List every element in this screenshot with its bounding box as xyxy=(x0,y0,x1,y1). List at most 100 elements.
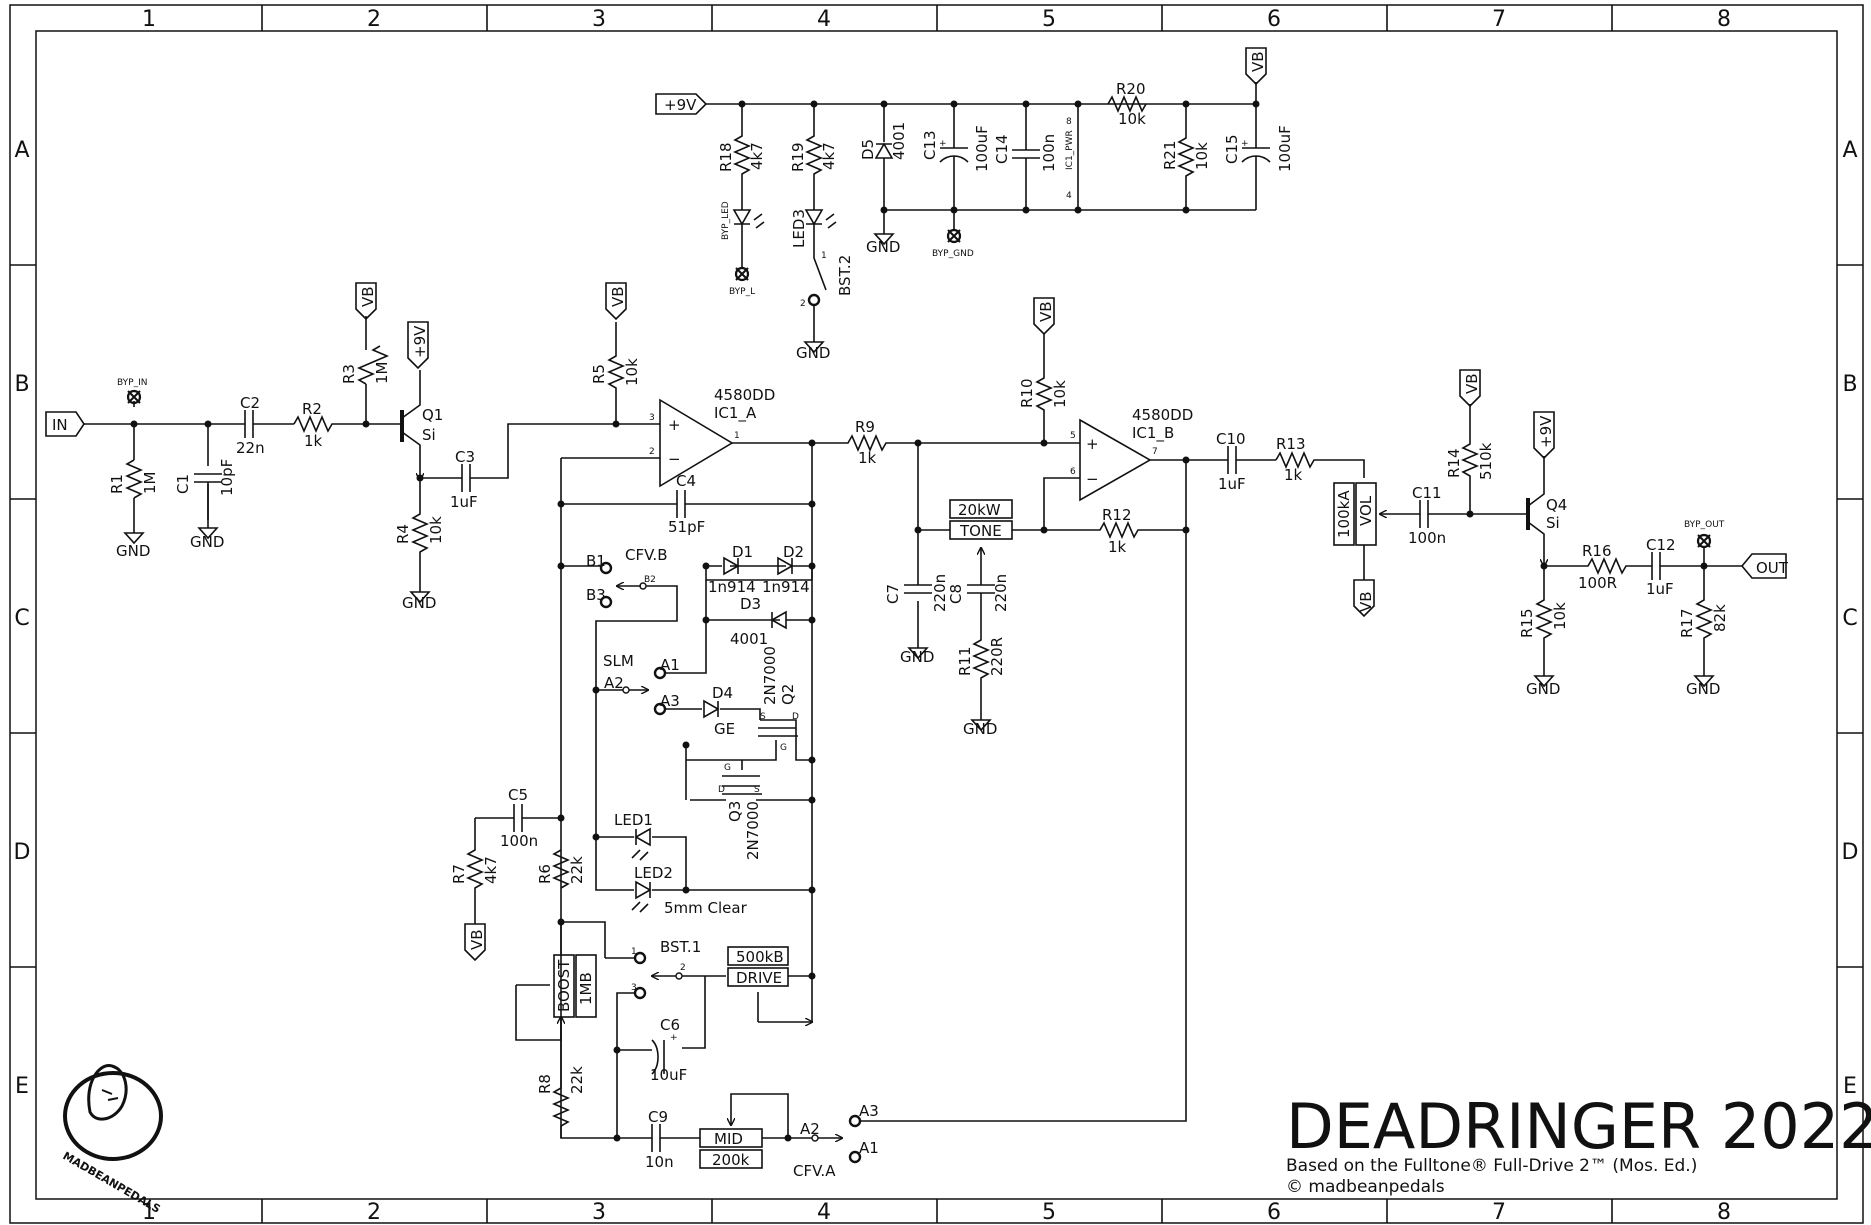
r4-resistor xyxy=(410,478,430,584)
d2-ref: D2 xyxy=(783,543,804,561)
bst2-pad[interactable] xyxy=(807,293,821,307)
r10-resistor xyxy=(1034,334,1054,443)
r4-value: 10k xyxy=(427,516,445,544)
input-stage: IN BYP_IN R1 1M GND C1 10pF GND C2 22n R… xyxy=(45,282,616,612)
col-label-7: 7 xyxy=(1492,7,1506,32)
r18-value: 4k7 xyxy=(748,142,766,170)
v9-port-q4 xyxy=(1533,411,1555,460)
c6-plus: + xyxy=(670,1033,678,1043)
bst1-pin1: 1 xyxy=(631,947,637,957)
vb-port xyxy=(1459,369,1481,408)
bst1-ref: BST.1 xyxy=(660,938,701,956)
r17-resistor xyxy=(1694,566,1714,668)
c7-value: 220n xyxy=(931,574,949,612)
ic1b-pin7: 7 xyxy=(1152,447,1158,457)
c2-capacitor xyxy=(208,410,294,438)
q3-pin-g: G xyxy=(724,763,731,773)
r2-resistor xyxy=(293,414,366,434)
b1-pad[interactable] xyxy=(599,561,613,575)
c14-capacitor xyxy=(1012,104,1040,210)
c3-ref: C3 xyxy=(455,448,475,466)
vb-label: VB xyxy=(1037,301,1055,322)
led2-diode xyxy=(635,880,652,900)
q1-value: Si xyxy=(422,426,436,444)
led3-ref: LED3 xyxy=(790,209,808,248)
v9-label: +9V xyxy=(411,325,429,358)
c13-plus: + xyxy=(939,139,947,149)
c8-value: 220n xyxy=(992,574,1010,612)
bst1-pin2: 2 xyxy=(680,963,686,973)
vb-label: VB xyxy=(359,286,377,307)
r10-ref: R10 xyxy=(1018,378,1036,408)
r16-c12 xyxy=(1544,552,1704,580)
row-label-d: D xyxy=(14,840,31,865)
d4-ref: D4 xyxy=(712,684,733,702)
row-label-e: E xyxy=(15,1074,29,1099)
col-label-2: 2 xyxy=(367,7,381,32)
byp-out-pad[interactable] xyxy=(1696,533,1712,549)
col-label-5: 5 xyxy=(1042,7,1056,32)
out-port[interactable] xyxy=(1740,553,1787,579)
r1-resistor xyxy=(124,459,144,499)
row-label-e-right: E xyxy=(1843,1074,1857,1099)
mid-ref: MID xyxy=(714,1130,743,1148)
q2-pin-g: G xyxy=(780,743,787,753)
ic1-pwr-pin4: 4 xyxy=(1066,191,1072,201)
byp-l-label: BYP_L xyxy=(729,287,755,297)
r11-ref: R11 xyxy=(956,646,974,676)
r16-value: 100R xyxy=(1578,574,1617,592)
d5-ref: D5 xyxy=(859,139,877,160)
r4-ref: R4 xyxy=(394,524,412,544)
col-label-4-bottom: 4 xyxy=(817,1200,831,1225)
byp-l-pad[interactable] xyxy=(734,266,750,282)
r3-resistor xyxy=(356,316,390,424)
cfva-a1-pad[interactable] xyxy=(848,1150,862,1164)
c15-plus: + xyxy=(1241,139,1249,149)
col-label-8: 8 xyxy=(1717,7,1731,32)
c12-ref: C12 xyxy=(1646,536,1676,554)
v9-label: +9V xyxy=(1537,415,1555,448)
c9-ref: C9 xyxy=(648,1108,668,1126)
madbeanpedals-logo: MADBEANPEDALS xyxy=(61,1064,163,1216)
row-label-b: B xyxy=(14,372,29,397)
vb-label: VB xyxy=(1357,591,1375,612)
c6-ref: C6 xyxy=(660,1016,680,1034)
ic1a-pin1: 1 xyxy=(734,431,740,441)
row-label-b-right: B xyxy=(1842,372,1857,397)
frame: 1 2 3 4 5 6 7 8 1 2 3 4 5 6 7 8 A B C D … xyxy=(9,4,1864,1225)
ic1a-opamp xyxy=(561,398,734,488)
in-port[interactable] xyxy=(45,411,85,437)
title-based-on: Based on the Fulltone® Full-Drive 2™ (Mo… xyxy=(1286,1156,1697,1176)
byp-gnd-pad[interactable] xyxy=(946,228,962,244)
q4-value: Si xyxy=(1546,514,1560,532)
r8-ref: R8 xyxy=(536,1074,554,1094)
col-label-4: 4 xyxy=(817,7,831,32)
r1-value: 1M xyxy=(141,472,159,495)
r15-resistor xyxy=(1534,566,1554,668)
c15-ref: C15 xyxy=(1223,134,1241,164)
r14-ref: R14 xyxy=(1445,448,1463,478)
slm-ref: SLM xyxy=(603,652,634,670)
q1-ref: Q1 xyxy=(422,406,443,424)
vb-label: VB xyxy=(609,286,627,307)
r15-ref: R15 xyxy=(1518,608,1536,638)
r6-value: 22k xyxy=(568,856,586,884)
b2-label: B2 xyxy=(644,575,656,585)
ic1b-opamp xyxy=(1043,418,1152,530)
b3-pad[interactable] xyxy=(599,595,613,609)
ic1a-ref: IC1_A xyxy=(714,404,757,423)
row-label-c-right: C xyxy=(1842,606,1857,631)
vb-label: VB xyxy=(1463,373,1481,394)
col-label-5-bottom: 5 xyxy=(1042,1200,1056,1225)
v9-label: +9V xyxy=(664,96,697,114)
r12-resistor xyxy=(1044,520,1186,540)
byp-out-label: BYP_OUT xyxy=(1684,520,1725,530)
c7-capacitor xyxy=(904,584,932,594)
q2-pin-d: D xyxy=(792,712,799,722)
byp-in-label: BYP_IN xyxy=(117,378,148,388)
col-label-6-bottom: 6 xyxy=(1267,1200,1281,1225)
d5-value: 4001 xyxy=(890,122,908,160)
mid-value: 200k xyxy=(712,1151,750,1169)
r2-ref: R2 xyxy=(302,400,322,418)
r8-value: 22k xyxy=(568,1066,586,1094)
